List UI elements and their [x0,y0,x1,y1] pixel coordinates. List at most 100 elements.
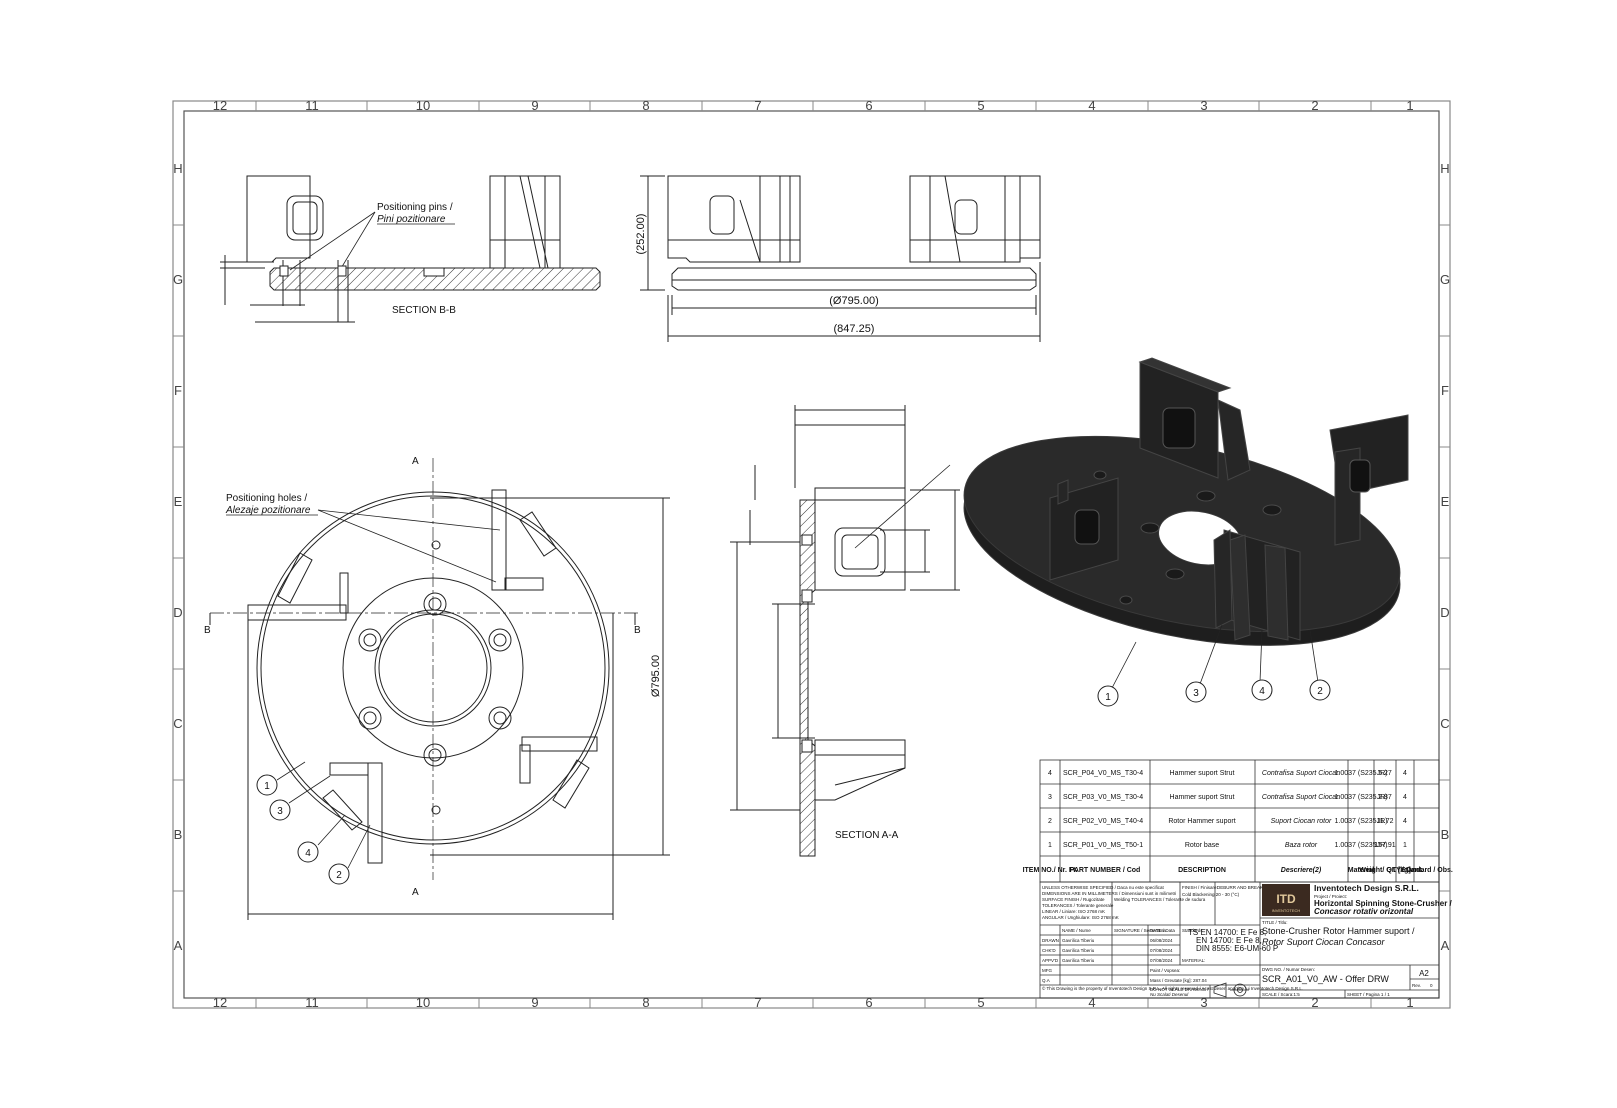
title-block-company: ITD INVENTOTECH Inventotech Design S.R.L… [1262,883,1453,997]
tb-title: Stone-Crusher Rotor Hammer suport / [1262,926,1415,936]
tb-name-chkd: Gavrilica Tiberiu [1062,948,1095,953]
cut-b-right: B [634,625,641,636]
tb-sheet: SHEET / Pagina 1 / 1 [1347,992,1390,997]
zone-col-1-bottom: 1 [1406,995,1413,1010]
bom-qty: 1 [1403,842,1407,849]
isometric-view [963,357,1409,646]
tb-standards-label: Standards [1182,928,1203,933]
tb-angular: ANGULAR / Unghiulare: ISO 2768 mK [1042,915,1119,920]
zone-col-7-top: 7 [754,98,761,113]
bom-weight: 2.87 [1378,794,1392,801]
title-block-frame [1039,881,1440,999]
zone-row-d-right: D [1440,605,1449,620]
bom-desc: Rotor base [1185,842,1219,849]
tb-rev-label: Rev. [1412,983,1421,988]
tb-project-label: Project / Proiect: [1314,894,1347,899]
zone-col-11-top: 11 [305,98,319,113]
tb-sign-hdr: SIGNATURE / Semnatura [1114,928,1166,933]
bom-desc: Hammer suport Strut [1170,794,1235,801]
zone-row-g-right: G [1440,272,1450,287]
bom-desc-ro: Contrafisa Suport Ciocan [1262,770,1340,777]
projection-symbol-icon [1213,982,1249,998]
zone-row-b-left: B [174,827,183,842]
tb-size: A2 [1419,969,1429,978]
bom-header-material: Material [1348,867,1375,874]
zone-col-10-bottom: 10 [416,995,430,1010]
bom-part: SCR_P04_V0_MS_T30-4 [1063,770,1143,777]
tb-project-ro: Concasor rotativ orizontal [1314,907,1414,916]
iso-balloon-4 [1251,679,1273,701]
bom-row-2: 2 SCR_P02_V0_MS_T40-4 Rotor Hammer supor… [1048,818,1407,825]
bom-header-qty: QTY./ Cant. [1387,867,1424,874]
zone-row-b-right: B [1441,827,1450,842]
section-a-a-label: SECTION A-A [835,830,899,841]
bom-header-desc: DESCRIPTION [1178,867,1226,874]
bom-item: 4 [1048,770,1052,777]
tb-standard-3: DIN 8555: E6-UM-60 P [1196,944,1278,953]
cut-b-left: B [204,625,211,636]
top-view-balloons: 1 3 4 2 [256,761,371,885]
zone-col-12-bottom: 12 [213,995,227,1010]
positioning-holes-label-ro: Alezaje pozitionare [225,505,311,516]
bom-item: 3 [1048,794,1052,801]
company-logo-sub: INVENTOTECH [1272,908,1301,913]
cut-a-bottom: A [412,887,419,898]
sheet-frame [172,100,1451,1009]
zone-col-9-top: 9 [531,98,538,113]
section-b-b-view [220,175,601,323]
company-logo-text: ITD [1276,892,1296,906]
bom-header-item: ITEM NO./ Nr. Ft. [1023,867,1078,874]
balloon-1 [256,774,278,796]
tb-copyright: © This Drawing is the property of Invent… [1042,985,1303,991]
positioning-pins-label-ro: Pini pozitionare [377,214,446,225]
bom-row-1: 1 SCR_P01_V0_MS_T50-1 Rotor base Baza ro… [1048,842,1407,849]
zone-row-d-left: D [173,605,182,620]
bom-weight: 157.91 [1374,842,1396,849]
company-name: Inventotech Design S.R.L. [1314,883,1419,893]
bom-material: 1.0037 (S235JR) [1335,818,1388,825]
tb-tolerances: TOLERANCES / Tolerante generale [1042,903,1114,908]
company-logo-icon [1262,884,1310,916]
zone-row-a-right: A [1441,938,1450,953]
bom-item: 2 [1048,818,1052,825]
zone-row-c-left: C [173,716,182,731]
zone-col-2-bottom: 2 [1311,995,1318,1010]
bom-desc-ro: Baza rotor [1285,842,1318,849]
tb-welding-tol: Welding TOLERANCES / Tolerante de sudura [1114,897,1206,902]
zone-col-8-top: 8 [642,98,649,113]
balloon-2-label: 2 [336,870,342,881]
tb-dwg-label: DWG NO. / Numar Desen: [1262,967,1315,972]
tb-do-not-scale-ro: Nu Scalati Desenul [1150,992,1189,997]
iso-balloon-3 [1185,681,1207,703]
tb-name-hdr: NAME / Nume [1062,928,1091,933]
tb-dwg-no: SCR_A01_V0_AW - Offer DRW [1262,974,1389,984]
tb-linear: LINEAR / Liniare: ISO 2768 mK [1042,909,1105,914]
tb-scale: SCALE / Scara:1:5 [1262,992,1300,997]
tb-finish: FINISH / Finisare: [1182,885,1218,890]
zone-row-c-right: C [1440,716,1449,731]
tb-paint: Paint / Vopsea: [1150,968,1180,973]
iso-balloon-2 [1309,679,1331,701]
zone-labels: 12 11 10 9 8 7 6 5 4 3 2 1 12 11 10 9 8 … [173,98,1450,1010]
tb-role-drawn: DRAWN [1042,938,1059,943]
zone-row-g-left: G [173,272,183,287]
balloon-2 [328,863,350,885]
bom-header: ITEM NO./ Nr. Ft. PART NUMBER / Cod DESC… [1023,867,1453,874]
tb-dims-note: DIMENSIONS ARE IN MILLIMETERS / Dimensiu… [1042,891,1176,896]
tb-role-mfg: MFG [1042,968,1052,973]
tb-date-chkd: 07/08/2024 [1150,948,1173,953]
tb-material-label: MATERIAL: [1182,958,1205,963]
zone-row-f-right: F [1441,383,1449,398]
zone-col-6-top: 6 [865,98,872,113]
tb-standard-2: EN 14700: E Fe 8, [1196,936,1262,945]
zone-row-h-right: H [1440,161,1449,176]
tb-role-qa: Q.A [1042,978,1050,983]
zone-col-2-top: 2 [1311,98,1318,113]
bill-of-materials [1039,759,1440,883]
bom-part: SCR_P03_V0_MS_T30-4 [1063,794,1143,801]
title-block-signatures: NAME / Nume SIGNATURE / Semnatura DATE /… [1042,928,1303,997]
iso-balloon-3-label: 3 [1193,688,1199,699]
balloon-3 [269,799,291,821]
bom-part: SCR_P01_V0_MS_T50-1 [1063,842,1143,849]
